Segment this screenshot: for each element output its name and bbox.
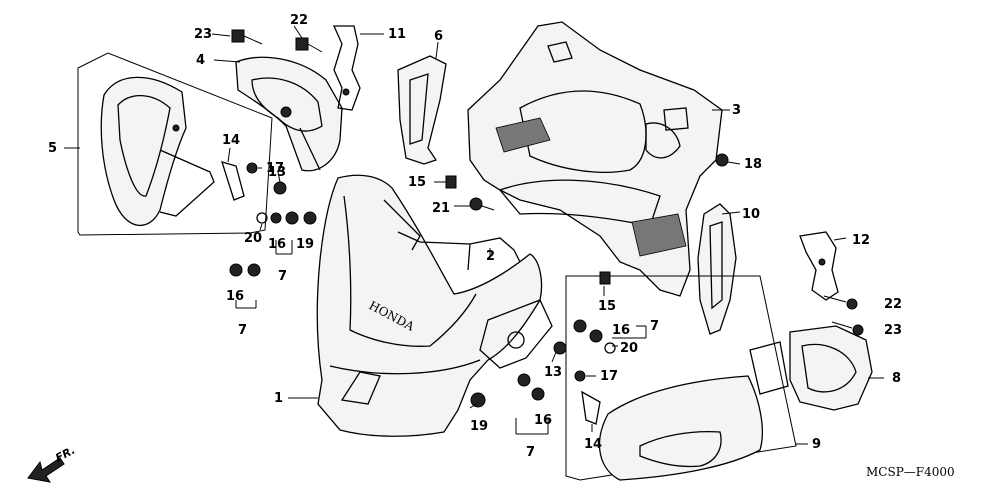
callout-20-right: 20 <box>620 341 638 356</box>
fastener-clip-14b <box>581 390 601 425</box>
callout-4: 4 <box>196 53 205 68</box>
callout-17-right: 17 <box>600 369 618 384</box>
fastener-bolt-23a <box>231 29 263 45</box>
callout-13-right: 13 <box>544 365 562 380</box>
direction-label: FR. <box>53 444 77 465</box>
callout-18: 18 <box>744 157 762 172</box>
left-inner-cover <box>397 55 447 165</box>
callout-8: 8 <box>892 371 901 386</box>
fastener-nut-16d <box>517 373 545 401</box>
callout-16-right-lower: 16 <box>534 413 552 428</box>
fastener-nut-13b <box>553 341 567 355</box>
fastener-nut-16a <box>270 211 299 225</box>
callout-22-right: 22 <box>884 297 902 312</box>
fastener-clip-14a <box>221 161 245 201</box>
fastener-nut-19b <box>470 392 486 408</box>
fastener-nut-13a <box>273 181 287 195</box>
callout-7-right-lower: 7 <box>526 445 535 460</box>
callout-16-right-upper: 16 <box>612 323 630 338</box>
callout-21: 21 <box>432 201 450 216</box>
callout-11: 11 <box>388 27 406 42</box>
callout-10: 10 <box>742 207 760 222</box>
left-winker-housing <box>235 56 343 172</box>
callout-7-right-upper: 7 <box>650 319 659 334</box>
right-inner-cover <box>697 203 737 335</box>
callout-19-left: 19 <box>296 237 314 252</box>
callout-17-left: 17 <box>266 161 284 176</box>
diagram-code: MCSP—F4000 <box>866 465 955 479</box>
callout-1: 1 <box>274 391 283 406</box>
callout-6: 6 <box>434 29 443 44</box>
callout-16-left-lower: 16 <box>226 289 244 304</box>
fastener-clip-20a <box>256 212 268 224</box>
callout-7-left-upper: 7 <box>278 269 287 284</box>
fastener-grommet-17b <box>574 370 586 382</box>
callout-20-left: 20 <box>244 231 262 246</box>
inner-panel-vent-lower <box>631 213 687 257</box>
right-mirror-housing <box>598 375 763 481</box>
callout-23-left: 23 <box>194 27 212 42</box>
fastener-nut-19a <box>303 211 317 225</box>
fastener-bolt-23b <box>831 321 864 336</box>
callout-15-upper: 15 <box>408 175 426 190</box>
leader-lines <box>64 25 884 445</box>
fastener-clip-15b <box>599 271 611 285</box>
fastener-screw-18 <box>715 153 729 167</box>
fastener-bolt-22a <box>295 37 323 53</box>
callout-14-left: 14 <box>222 133 240 148</box>
right-winker-housing <box>749 325 873 411</box>
front-direction-arrow: FR. <box>27 444 77 483</box>
callout-23-right: 23 <box>884 323 902 338</box>
callout-12: 12 <box>852 233 870 248</box>
left-mirror-group-outline <box>77 52 273 236</box>
callout-7-left-lower: 7 <box>238 323 247 338</box>
callout-19-right: 19 <box>470 419 488 434</box>
callout-13-left-visible: 13 <box>268 165 286 180</box>
callout-16-left: 16 <box>268 237 286 252</box>
inner-panel <box>467 21 723 297</box>
right-bracket <box>799 231 839 301</box>
callout-5: 5 <box>48 141 57 156</box>
callout-15-lower: 15 <box>598 299 616 314</box>
callout-9: 9 <box>812 437 821 452</box>
front-cowl <box>316 174 553 437</box>
fastener-bolt-22b <box>823 295 858 310</box>
fastener-nut-16c <box>573 319 603 343</box>
callout-3: 3 <box>732 103 741 118</box>
callout-2: 2 <box>486 249 495 264</box>
callout-22-left: 22 <box>290 13 308 28</box>
fastener-clip-20b <box>604 342 616 354</box>
inner-panel-vent-upper <box>495 117 551 153</box>
wire-stay <box>397 231 521 271</box>
fastener-bolt-21 <box>469 197 495 211</box>
left-mirror-housing <box>100 76 215 226</box>
fastener-grommet-17a <box>246 162 258 174</box>
fastener-clip-15a <box>445 175 457 189</box>
callout-14-right: 14 <box>584 437 602 452</box>
left-bracket <box>332 25 361 111</box>
fastener-nut-16b <box>229 263 261 277</box>
